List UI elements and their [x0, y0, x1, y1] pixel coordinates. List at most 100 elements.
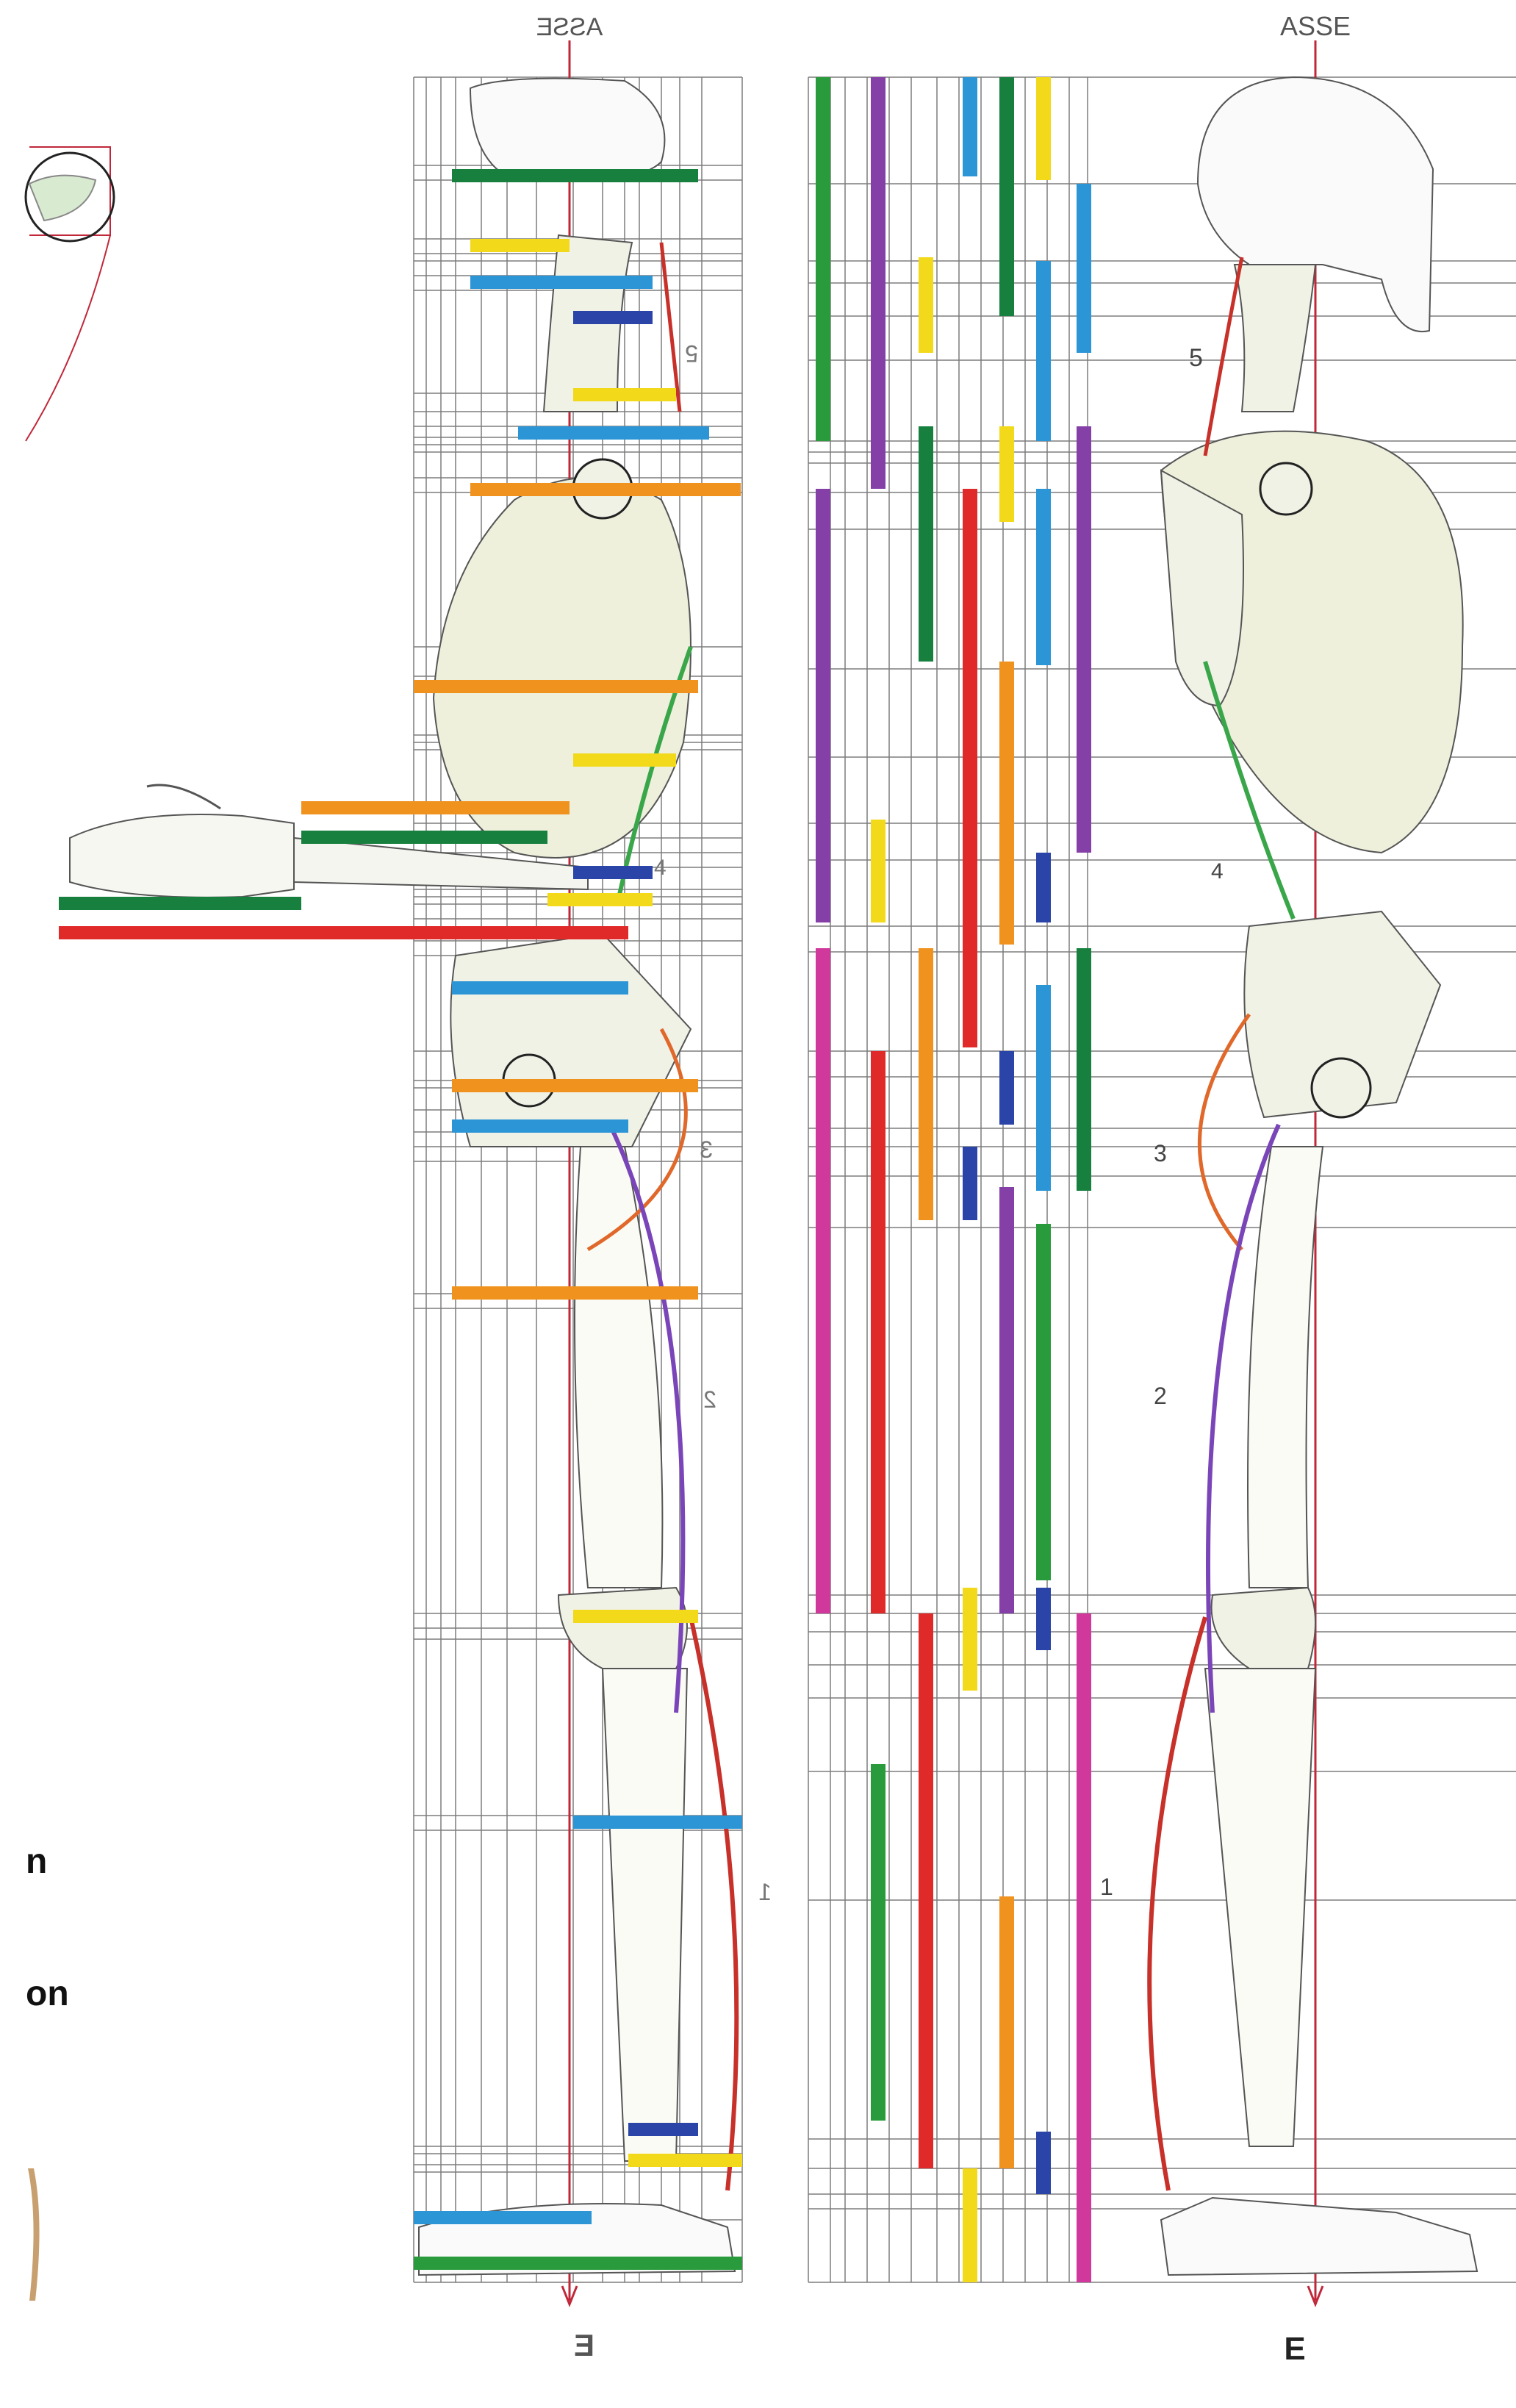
proportion-bar-vertical: [871, 1051, 885, 1613]
knee-sketch: [1210, 1586, 1316, 1669]
proportion-bar-horizontal: [470, 239, 570, 252]
proportion-bar-vertical: [1036, 2132, 1051, 2194]
proportion-bar-vertical: [816, 77, 830, 441]
proportion-bar-vertical: [1036, 1224, 1051, 1580]
proportion-bar-horizontal: [301, 801, 570, 814]
grid-right: [808, 40, 1516, 2308]
proportion-bars-left: [59, 169, 742, 2270]
neck-sketch: [1233, 264, 1317, 412]
muscle-label-2-right: 2: [1154, 1383, 1167, 1409]
muscle-1-right: [1147, 1616, 1207, 2191]
proportion-bar-vertical: [919, 948, 933, 1220]
axis-label-bottom-right: E: [1284, 2331, 1305, 2367]
forearm-sketch: [293, 836, 589, 891]
proportion-bar-vertical: [919, 1613, 933, 2168]
muscle-5-right: [1203, 257, 1244, 456]
proportion-bar-horizontal: [573, 311, 653, 324]
pelvis-sketch: [450, 932, 692, 1147]
proportion-bar-vertical: [1036, 853, 1051, 922]
proportion-bar-vertical: [871, 1764, 885, 2121]
scapula-sketch: [1160, 469, 1244, 707]
muscle-label-2-left: 2: [703, 1386, 716, 1413]
muscle-5-left: [659, 242, 682, 412]
proportion-bar-vertical: [816, 948, 830, 1613]
muscle-label-1-left: 1: [758, 1879, 772, 1905]
head-circle-thumbnail-icon: [24, 146, 115, 442]
muscle-1-left: [689, 1616, 739, 2191]
muscle-label-4-left: 4: [654, 856, 667, 880]
hip-joint-sketch: [1310, 1057, 1372, 1119]
proportion-bar-horizontal: [452, 981, 628, 995]
muscle-4-right: [1203, 661, 1296, 920]
proportion-bar-horizontal: [414, 2257, 742, 2270]
proportion-bar-vertical: [1077, 1613, 1091, 2282]
muscle-label-1-right: 1: [1100, 1874, 1113, 1900]
proportion-bar-horizontal: [518, 426, 709, 440]
proportion-bar-vertical: [963, 489, 977, 1047]
proportion-bar-horizontal: [452, 1079, 698, 1092]
proportion-bar-vertical: [1036, 1588, 1051, 1650]
muscle-3-right: [1198, 1013, 1251, 1251]
proportion-bars-right: [816, 77, 1091, 2282]
proportion-bar-vertical: [919, 426, 933, 662]
muscle-2-right: [1206, 1123, 1281, 1713]
axis-label-bottom-left: E: [574, 2328, 594, 2362]
proportion-bar-horizontal: [573, 866, 653, 879]
proportion-bar-horizontal: [414, 2211, 592, 2224]
foot-sketch: [1160, 2196, 1479, 2276]
proportion-bar-horizontal: [452, 1119, 628, 1133]
proportion-bar-vertical: [963, 1588, 977, 1691]
muscle-2-left: [608, 1123, 686, 1713]
proportion-bar-vertical: [963, 1147, 977, 1220]
proportion-bar-vertical: [919, 257, 933, 353]
shoulder-joint-sketch: [1259, 462, 1313, 516]
femur-sketch: [1247, 1146, 1324, 1588]
tibia-sketch: [601, 1668, 689, 2162]
proportion-bar-horizontal: [573, 1610, 698, 1623]
proportion-bar-vertical: [1036, 985, 1051, 1191]
proportion-bar-vertical: [999, 1051, 1014, 1125]
proportion-bar-horizontal: [573, 753, 676, 767]
proportion-bar-vertical: [999, 1896, 1014, 2168]
thumb-sketch: [146, 784, 221, 810]
knee-sketch: [557, 1586, 688, 1669]
head-sketch: [1196, 76, 1434, 333]
tibia-sketch: [1204, 1668, 1317, 2147]
proportion-bar-horizontal: [414, 680, 698, 693]
ribcage-sketch: [432, 477, 691, 859]
margin-stroke-icon: [28, 2168, 40, 2301]
proportion-bar-horizontal: [547, 893, 653, 906]
muscle-label-3-right: 3: [1154, 1140, 1167, 1167]
head-sketch: [469, 77, 666, 181]
axis-label-top-right: ASSE: [1280, 11, 1351, 41]
muscle-3-left: [586, 1028, 688, 1252]
proportion-bar-horizontal: [59, 926, 628, 939]
proportion-bar-vertical: [1077, 948, 1091, 1191]
axis-label-top-left: ASSE: [536, 13, 603, 41]
proportion-bar-vertical: [816, 489, 830, 922]
proportion-bar-vertical: [963, 77, 977, 176]
pelvis-sketch: [1243, 910, 1442, 1119]
skeleton-side-view-figure-icon: [1147, 76, 1479, 2276]
proportion-bar-horizontal: [628, 2123, 698, 2136]
axis-arrow-right: [1307, 2285, 1324, 2308]
proportion-bar-vertical: [1077, 426, 1091, 853]
proportion-bar-vertical: [999, 77, 1014, 316]
muscle-label-3-left: 3: [700, 1136, 713, 1163]
muscle-label-4-right: 4: [1211, 859, 1224, 884]
proportion-bar-vertical: [871, 820, 885, 922]
proportion-bar-vertical: [999, 426, 1014, 522]
proportion-bar-vertical: [999, 662, 1014, 945]
femur-sketch: [574, 1146, 664, 1588]
axis-arrow-left: [561, 2285, 578, 2308]
proportion-bar-horizontal: [628, 2154, 742, 2167]
proportion-bar-vertical: [1036, 77, 1051, 180]
proportion-bar-horizontal: [59, 897, 301, 910]
proportion-bar-vertical: [999, 1187, 1014, 1613]
proportion-bar-vertical: [1077, 184, 1091, 353]
proportion-bar-horizontal: [573, 388, 676, 401]
proportion-bar-horizontal: [573, 1816, 742, 1829]
proportion-bar-vertical: [1036, 489, 1051, 665]
margin-text-2: on: [26, 1974, 69, 2013]
